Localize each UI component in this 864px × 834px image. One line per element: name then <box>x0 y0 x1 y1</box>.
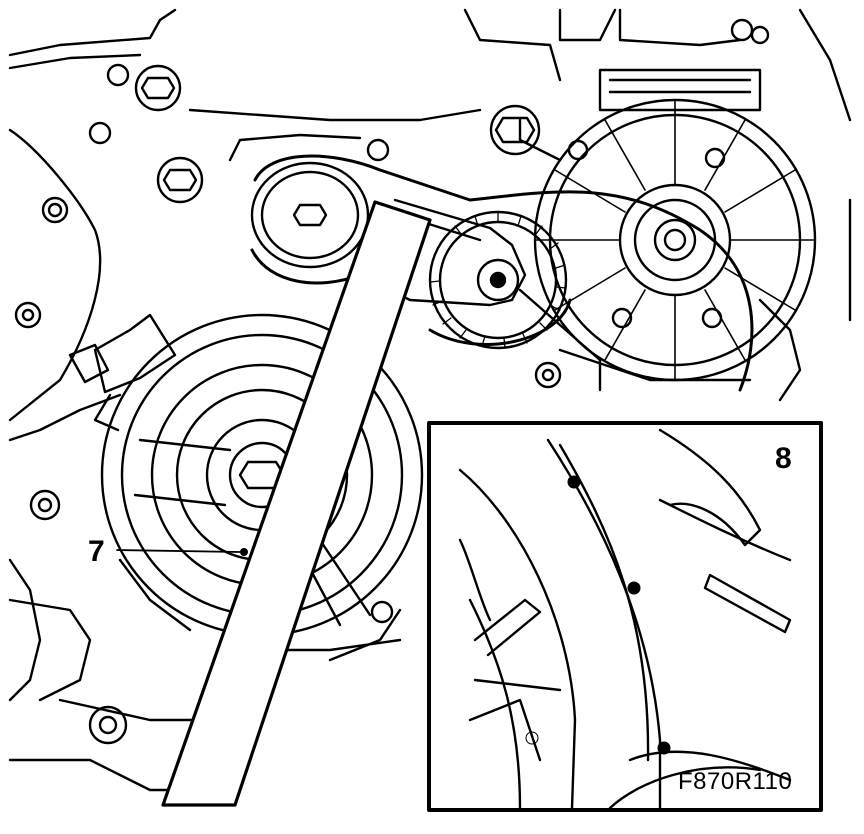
bolt-heads <box>14 63 562 745</box>
sensor-housing <box>68 313 177 432</box>
inset-label-8: 8 <box>775 442 792 475</box>
figure-code: F870R110 <box>678 768 793 795</box>
callout-point <box>240 548 248 556</box>
callout-label-7: 7 <box>88 535 105 568</box>
callout-leader-line <box>116 549 241 553</box>
tensioner-pulley <box>428 210 568 350</box>
alternator <box>533 18 817 382</box>
pry-bar-tool <box>161 200 432 807</box>
idler-pulley <box>250 161 370 269</box>
engine-block-outline <box>8 8 852 792</box>
detail-inset <box>427 421 823 812</box>
